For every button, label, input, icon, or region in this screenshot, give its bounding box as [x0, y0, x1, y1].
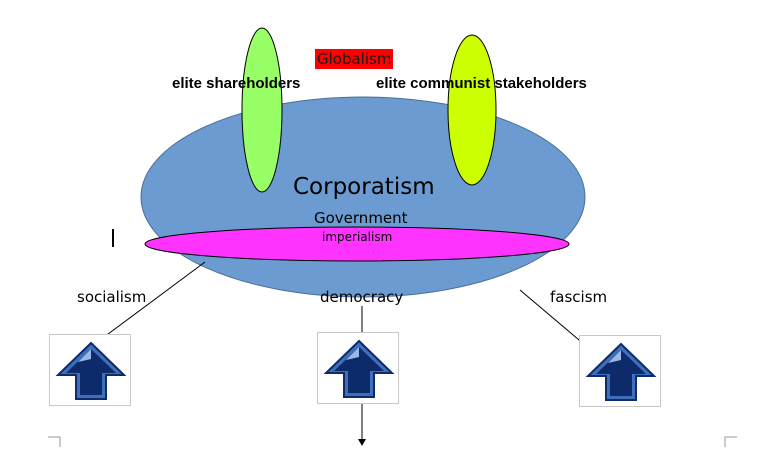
- page-corner-mark-left: [48, 436, 61, 447]
- democracy-label: democracy: [320, 288, 404, 306]
- socialism-connector: [99, 261, 206, 341]
- text-cursor: [112, 229, 114, 247]
- democracy-arrowhead: [358, 439, 366, 446]
- corporatism-label: Corporatism: [293, 174, 435, 200]
- up-arrow-icon: [323, 339, 395, 398]
- elite-shareholders-label: elite shareholders: [172, 75, 301, 92]
- socialism-label: socialism: [77, 288, 147, 306]
- fascism-label: fascism: [550, 288, 608, 306]
- imperialism-label: imperialism: [322, 230, 393, 244]
- elite-communist-oval[interactable]: [447, 34, 497, 186]
- imperialism-ellipse[interactable]: [144, 226, 570, 262]
- democracy-arrow-box[interactable]: [317, 332, 399, 404]
- elite-communist-label: elite communist stakeholders: [376, 75, 587, 92]
- page-corner-mark-right: [724, 436, 737, 447]
- socialism-arrow-box[interactable]: [49, 334, 131, 406]
- government-label: Government: [314, 209, 408, 227]
- globalism-label: Globalism: [315, 49, 394, 69]
- up-arrow-icon: [55, 341, 127, 400]
- elite-shareholders-oval[interactable]: [241, 27, 283, 193]
- fascism-arrow-box[interactable]: [579, 335, 661, 407]
- up-arrow-icon: [585, 342, 657, 401]
